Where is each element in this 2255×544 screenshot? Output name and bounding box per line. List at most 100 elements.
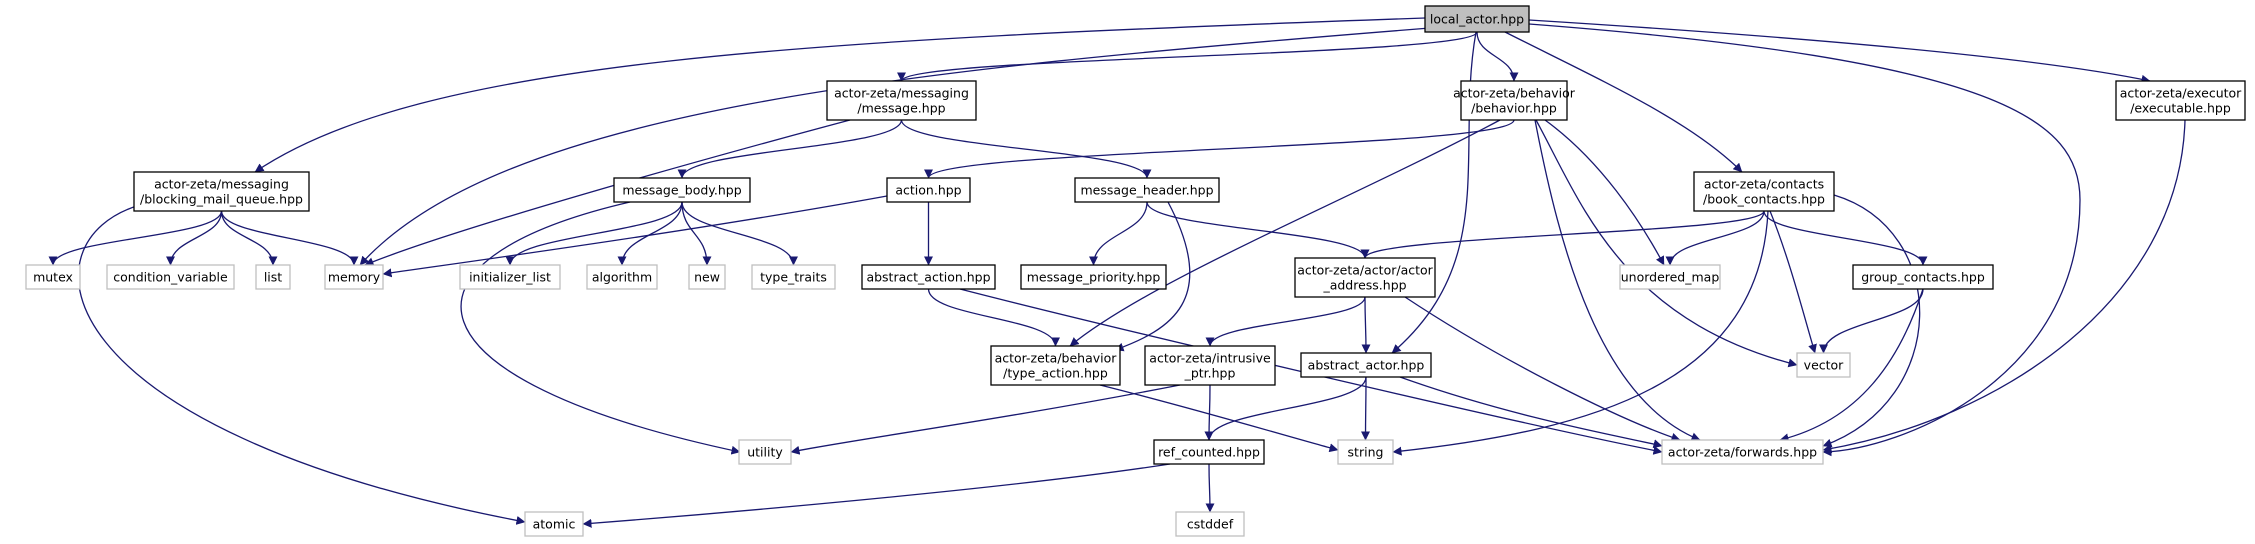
node-label-abstract_action-line-0: abstract_action.hpp: [866, 270, 990, 285]
node-message_body[interactable]: message_body.hpp: [613, 177, 751, 203]
node-condition_variable: condition_variable: [106, 264, 235, 290]
node-vector: vector: [1796, 352, 1851, 378]
edge-book_contacts-to-string: [1392, 210, 1769, 456]
edge-abstract_action-to-type_action: [927, 288, 1060, 347]
edge-intrusive_ptr-to-ref_counted: [1204, 384, 1214, 441]
edge-behavior-to-type_action: [1069, 119, 1501, 347]
edge-local_actor-to-executable: [1528, 19, 2151, 84]
node-label-behavior-line-1: /behavior.hpp: [1471, 101, 1557, 116]
edge-message_header-to-type_action: [1114, 201, 1191, 352]
node-abstract_actor[interactable]: abstract_actor.hpp: [1300, 352, 1432, 378]
node-label-utility-line-0: utility: [747, 445, 783, 460]
node-label-type_action-line-0: actor-zeta/behavior: [995, 351, 1118, 366]
node-atomic: atomic: [524, 511, 584, 537]
node-unordered_map: unordered_map: [1619, 264, 1721, 290]
node-box-book_contacts: [1693, 171, 1835, 212]
node-label-string-line-0: string: [1348, 445, 1384, 460]
node-box-forwards: [1661, 439, 1824, 465]
edge-actor_address-to-intrusive_ptr: [1205, 296, 1366, 347]
node-messaging_message[interactable]: actor-zeta/messaging/message.hpp: [826, 80, 977, 121]
edge-blocking_queue-to-mutex: [48, 210, 223, 266]
edge-abstract_actor-to-forwards: [1399, 376, 1663, 449]
node-book_contacts[interactable]: actor-zeta/contacts/book_contacts.hpp: [1693, 171, 1835, 212]
node-algorithm: algorithm: [586, 264, 658, 290]
edge-behavior-to-action: [924, 119, 1515, 179]
node-label-type_traits-line-0: type_traits: [760, 270, 827, 285]
node-label-mutex-line-0: mutex: [33, 270, 73, 285]
node-label-vector-line-0: vector: [1804, 358, 1845, 373]
node-intrusive_ptr[interactable]: actor-zeta/intrusive_ptr.hpp: [1144, 345, 1276, 386]
node-label-messaging_message-line-0: actor-zeta/messaging: [834, 86, 969, 101]
node-label-condition_variable-line-0: condition_variable: [113, 270, 228, 285]
node-box-type_action: [990, 345, 1121, 386]
node-string: string: [1337, 439, 1394, 465]
node-message_header[interactable]: message_header.hpp: [1074, 177, 1220, 203]
node-initializer_list: initializer_list: [459, 264, 561, 290]
edge-book_contacts-to-vector: [1769, 210, 1817, 354]
node-label-executable-line-0: actor-zeta/executor: [2120, 86, 2242, 101]
node-label-type_action-line-1: /type_action.hpp: [1003, 366, 1108, 381]
edge-message_header-to-message_priority: [1089, 201, 1148, 266]
node-label-actor_address-line-1: _address.hpp: [1322, 278, 1406, 293]
node-action[interactable]: action.hpp: [886, 177, 971, 203]
edge-behavior-to-forwards: [1534, 119, 1701, 441]
node-blocking_queue[interactable]: actor-zeta/messaging/blocking_mail_queue…: [133, 171, 310, 212]
node-box-unordered_map: [1619, 264, 1721, 290]
edge-local_actor-to-forwards: [1528, 23, 2081, 457]
node-label-actor_address-line-0: actor-zeta/actor/actor: [1297, 263, 1433, 278]
node-box-type_traits: [751, 264, 836, 290]
node-label-intrusive_ptr-line-0: actor-zeta/intrusive: [1149, 351, 1271, 366]
node-label-blocking_queue-line-1: /blocking_mail_queue.hpp: [140, 192, 303, 207]
edge-group_contacts-to-forwards: [1779, 288, 1924, 443]
node-label-book_contacts-line-0: actor-zeta/contacts: [1704, 177, 1824, 192]
node-label-ref_counted-line-0: ref_counted.hpp: [1158, 445, 1260, 460]
edge-local_actor-to-abstract_actor: [1391, 31, 1477, 354]
edge-blocking_queue-to-list: [220, 210, 278, 266]
node-label-initializer_list-line-0: initializer_list: [469, 270, 551, 285]
edge-ref_counted-to-atomic: [582, 463, 1171, 528]
node-ref_counted[interactable]: ref_counted.hpp: [1153, 439, 1265, 465]
node-label-local_actor-line-0: local_actor.hpp: [1430, 12, 1524, 27]
node-label-new-line-0: new: [694, 270, 720, 285]
edge-book_contacts-to-unordered_map: [1665, 210, 1765, 266]
edge-message_header-to-actor_address: [1146, 201, 1370, 259]
node-box-algorithm: [586, 264, 658, 290]
node-message_priority[interactable]: message_priority.hpp: [1020, 264, 1167, 290]
edge-messaging_message-to-memory: [364, 119, 851, 266]
edge-local_actor-to-book_contacts: [1504, 31, 1743, 173]
node-box-atomic: [524, 511, 584, 537]
node-type_action[interactable]: actor-zeta/behavior/type_action.hpp: [990, 345, 1121, 386]
node-group_contacts[interactable]: group_contacts.hpp: [1852, 264, 1994, 290]
node-local_actor[interactable]: local_actor.hpp: [1424, 5, 1530, 33]
node-label-atomic-line-0: atomic: [533, 517, 576, 532]
edge-blocking_queue-to-condition_variable: [166, 210, 223, 266]
node-behavior[interactable]: actor-zeta/behavior/behavior.hpp: [1453, 80, 1576, 121]
node-box-condition_variable: [106, 264, 235, 290]
edge-local_actor-to-blocking_queue: [254, 17, 1426, 173]
node-label-executable-line-1: /executable.hpp: [2130, 101, 2231, 116]
node-box-cstddef: [1175, 511, 1245, 537]
edge-book_contacts-to-forwards: [1822, 194, 1921, 448]
node-label-intrusive_ptr-line-1: _ptr.hpp: [1184, 366, 1236, 381]
edge-message_body-to-utility: [460, 201, 741, 455]
node-abstract_action[interactable]: abstract_action.hpp: [861, 264, 996, 290]
node-label-abstract_actor-line-0: abstract_actor.hpp: [1308, 358, 1425, 373]
node-box-actor_address: [1294, 257, 1436, 298]
node-label-book_contacts-line-1: /book_contacts.hpp: [1703, 192, 1825, 207]
node-box-abstract_action: [861, 264, 996, 290]
edge-behavior-to-vector: [1535, 119, 1798, 368]
node-actor_address[interactable]: actor-zeta/actor/actor_address.hpp: [1294, 257, 1436, 298]
node-box-executable: [2115, 80, 2246, 121]
edge-local_actor-to-behavior: [1476, 31, 1519, 82]
edge-message_body-to-algorithm: [617, 201, 683, 266]
node-box-blocking_queue: [133, 171, 310, 212]
edge-message_body-to-new: [681, 201, 712, 266]
node-cstddef: cstddef: [1175, 511, 1245, 537]
edge-abstract_actor-to-ref_counted: [1204, 376, 1367, 441]
node-label-unordered_map-line-0: unordered_map: [1621, 270, 1720, 285]
node-box-message_priority: [1020, 264, 1167, 290]
edge-book_contacts-to-group_contacts: [1763, 210, 1928, 266]
node-memory: memory: [324, 264, 384, 290]
node-executable[interactable]: actor-zeta/executor/executable.hpp: [2115, 80, 2246, 121]
